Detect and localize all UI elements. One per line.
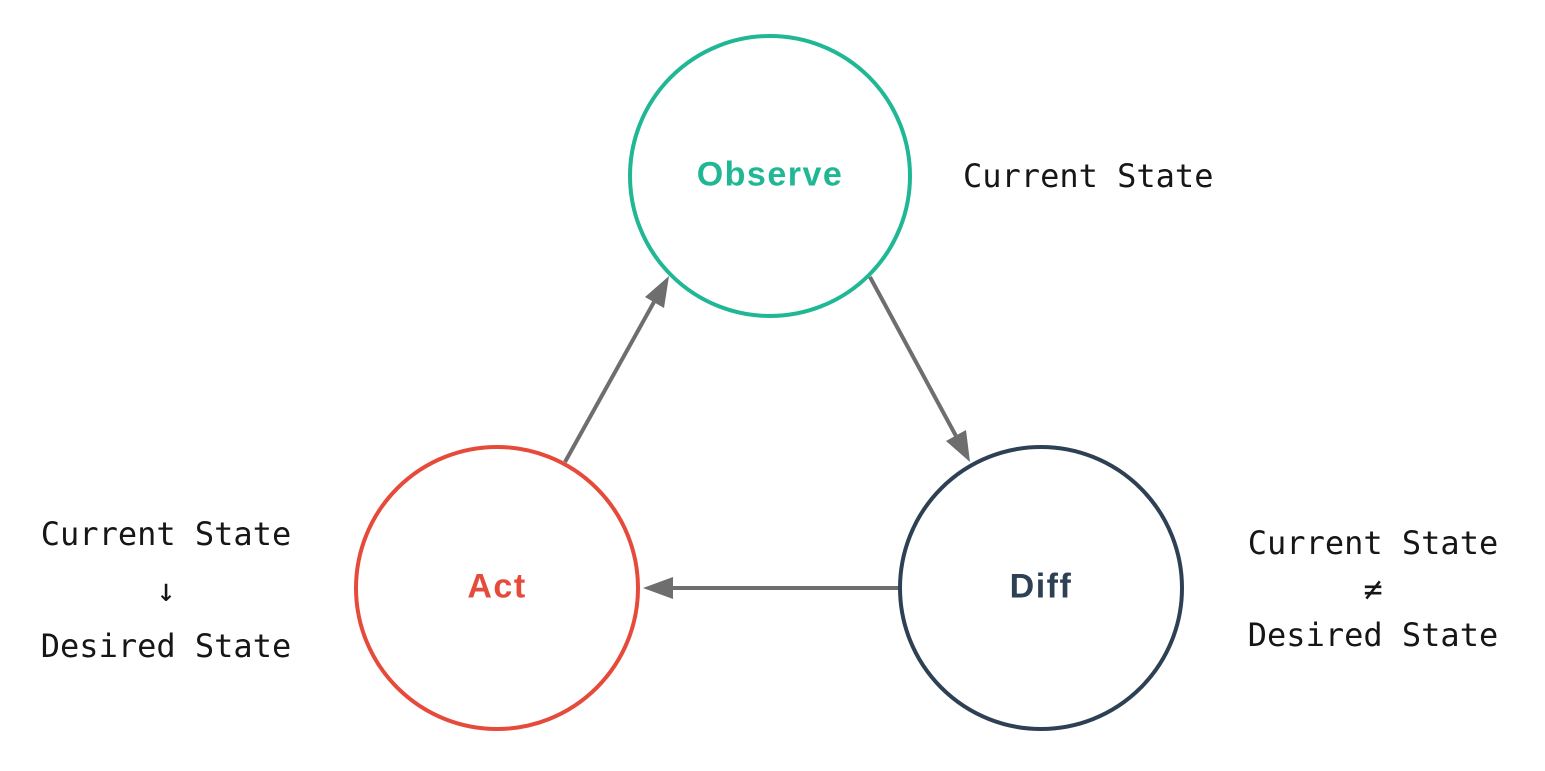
arrow-act-to-observe [563,301,656,463]
arrowhead-act-to-observe [645,276,669,308]
observe-annotation: Current State [963,157,1214,195]
arrowhead-observe-to-diff [946,430,970,462]
diff-annotation: Current State ≠ Desired State [1242,520,1504,658]
diff-node-label: Diff [1009,567,1073,606]
observe-node-circle [628,34,912,318]
act-node-circle [354,445,640,731]
act-annotation-line-3: Desired State [40,627,292,665]
act-annotation-line-1: Current State [40,515,292,553]
diff-annotation-line-3: Desired State [1247,616,1499,654]
diff-node-circle [898,445,1184,731]
arrowhead-diff-to-act [643,577,673,599]
arrow-observe-to-diff [868,276,958,437]
not-equal-glyph: ≠ [1363,570,1383,608]
diff-annotation-line-1: Current State [1247,524,1499,562]
act-node-label: Act [467,567,527,606]
observe-node-label: Observe [696,155,844,194]
act-annotation: Current State ↓ Desired State [35,506,297,674]
down-arrow-glyph: ↓ [156,571,176,609]
